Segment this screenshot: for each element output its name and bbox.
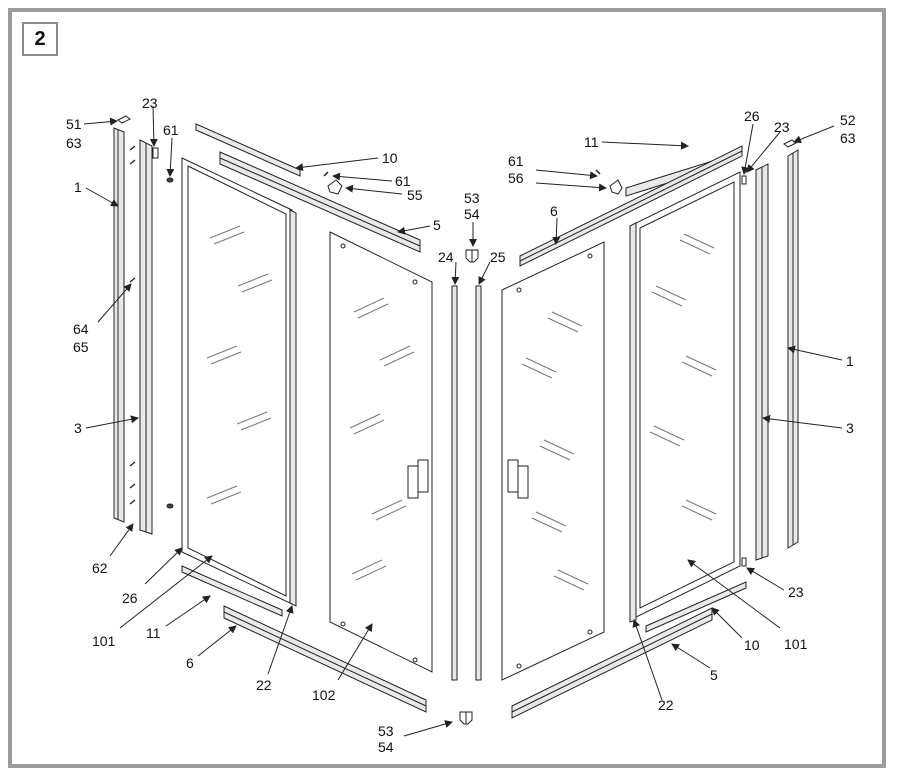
adjustment-profile-right [755,163,769,561]
cap-26-right [741,175,747,185]
label-5-right: 5 [710,667,718,683]
label-3-right: 3 [846,420,854,436]
corner-cap-top [465,249,479,263]
label-10-left: 10 [382,150,398,166]
label-6-left: 6 [186,655,194,671]
screw-61-left [166,177,174,509]
center-profile-24 [451,285,458,681]
label-53-top: 53 [464,190,480,206]
bottom-rail-5-right [511,607,713,719]
sliding-door-102 [329,231,433,673]
label-10-right: 10 [744,637,760,653]
bottom-rail-10-right [645,581,747,633]
label-1-left: 1 [74,179,82,195]
door-handle-right [507,459,529,499]
label-102: 102 [312,687,336,703]
label-24: 24 [438,249,454,265]
glass-reflections-door-102 [349,297,415,581]
corner-cap-bottom [459,711,473,725]
bottom-rail-11-left [181,565,283,617]
top-rail-5-left [219,151,421,253]
label-51: 51 [66,116,82,132]
label-61-mid-left: 61 [395,173,411,189]
label-22-right: 22 [658,697,674,713]
profile-marks-left [129,145,136,505]
cap-52 [783,139,797,148]
label-26-right: 26 [744,108,760,124]
label-61-right: 61 [508,153,524,169]
step-number-badge: 2 [22,22,58,56]
glass-reflections-left [206,225,273,505]
cap-23-right-bottom [741,557,747,567]
roller-56-right [595,169,623,195]
bottom-rail-6-left [223,605,427,713]
label-5-left: 5 [433,217,441,233]
center-profile-25 [475,285,482,681]
label-54-bottom: 54 [378,739,394,755]
wall-profile-left [113,127,125,523]
label-22-left: 22 [256,677,272,693]
label-23-top-right: 23 [774,119,790,135]
fixed-glass-panel-right [629,171,741,623]
label-26-left: 26 [122,590,138,606]
label-1-right: 1 [846,353,854,369]
glass-reflections-right [649,233,717,521]
top-rail-10-left [195,123,301,177]
part-labels: 51 63 23 61 1 64 65 3 62 26 101 11 6 22 … [66,95,856,755]
label-55: 55 [407,187,423,203]
label-63-left: 63 [66,135,82,151]
leader-lines [83,105,843,737]
label-101-left: 101 [92,633,116,649]
label-11-left: 11 [146,625,161,641]
label-65: 65 [73,339,89,355]
cap-23-left [152,147,159,159]
label-101-right: 101 [784,636,808,652]
label-23-bottom-right: 23 [788,584,804,600]
label-52: 52 [840,112,856,128]
label-64: 64 [73,321,89,337]
label-53-bottom: 53 [378,723,394,739]
label-23-top-left: 23 [142,95,158,111]
label-63-right: 63 [840,130,856,146]
label-25: 25 [490,249,506,265]
cap-51 [117,115,131,124]
glass-reflections-door-right [521,311,589,591]
label-62: 62 [92,560,108,576]
door-handle-left [407,459,429,499]
label-11-right: 11 [584,134,599,150]
label-61-top-left: 61 [163,122,179,138]
fixed-glass-panel-left [181,157,297,607]
adjustment-profile-left [139,139,153,535]
roller-55-left [323,171,343,195]
label-6-right: 6 [550,203,558,219]
label-56: 56 [508,170,524,186]
label-54-top: 54 [464,206,480,222]
label-3-left: 3 [74,420,82,436]
sliding-door-right [501,241,605,681]
